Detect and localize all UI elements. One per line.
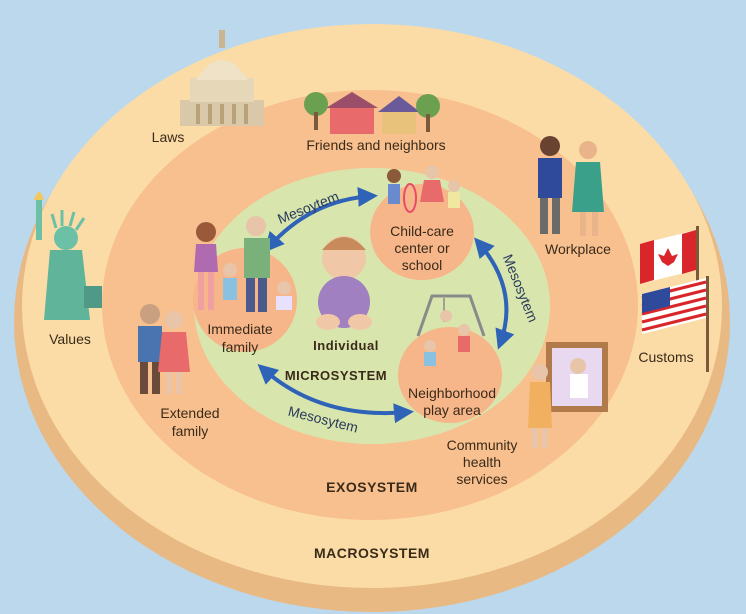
community-health-label-line1: Community xyxy=(447,437,518,453)
immediate-family-node xyxy=(193,248,297,352)
macrosystem-label: MACROSYSTEM xyxy=(314,545,430,561)
community-health-icon xyxy=(528,342,608,448)
immediate-family-figures-icon xyxy=(194,216,292,312)
mesosystem-arrow-right xyxy=(474,237,515,350)
friends-neighbors-label: Friends and neighbors xyxy=(306,137,445,153)
statue-of-liberty-icon xyxy=(34,192,102,320)
community-health-label-line3: services xyxy=(456,471,507,487)
baby-individual-icon xyxy=(316,236,372,330)
community-health-label-line2: health xyxy=(463,454,501,470)
extended-family-icon xyxy=(138,304,190,394)
mesosystem-arrow-top xyxy=(264,186,378,253)
childcare-label-line2: center or xyxy=(394,240,450,256)
individual-label: Individual xyxy=(313,338,379,353)
childcare-label-line1: Child-care xyxy=(390,223,454,239)
exosystem-label: EXOSYSTEM xyxy=(326,479,418,495)
mesosystem-arrow-bottom xyxy=(257,363,414,424)
microsystem-label: MICROSYSTEM xyxy=(285,368,387,383)
workplace-label: Workplace xyxy=(545,241,611,257)
neighborhood-houses-icon xyxy=(304,92,440,134)
playground-swing-icon xyxy=(416,294,486,366)
play-area-node xyxy=(398,327,502,423)
extended-family-label-line1: Extended xyxy=(160,405,219,421)
play-area-label-line1: Neighborhood xyxy=(408,385,496,401)
immediate-family-label-line1: Immediate xyxy=(207,321,273,337)
usa-flag-icon xyxy=(641,276,709,372)
immediate-family-label-line2: family xyxy=(222,339,259,355)
childcare-label-line3: school xyxy=(402,257,442,273)
capitol-building-icon xyxy=(180,30,264,126)
workplace-people-icon xyxy=(538,136,604,236)
childcare-children-icon xyxy=(387,165,460,213)
customs-label: Customs xyxy=(638,349,693,365)
values-label: Values xyxy=(49,331,91,347)
laws-label: Laws xyxy=(152,129,185,145)
canada-flag-icon xyxy=(640,226,699,296)
play-area-label-line2: play area xyxy=(423,402,481,418)
extended-family-label-line2: family xyxy=(172,423,209,439)
